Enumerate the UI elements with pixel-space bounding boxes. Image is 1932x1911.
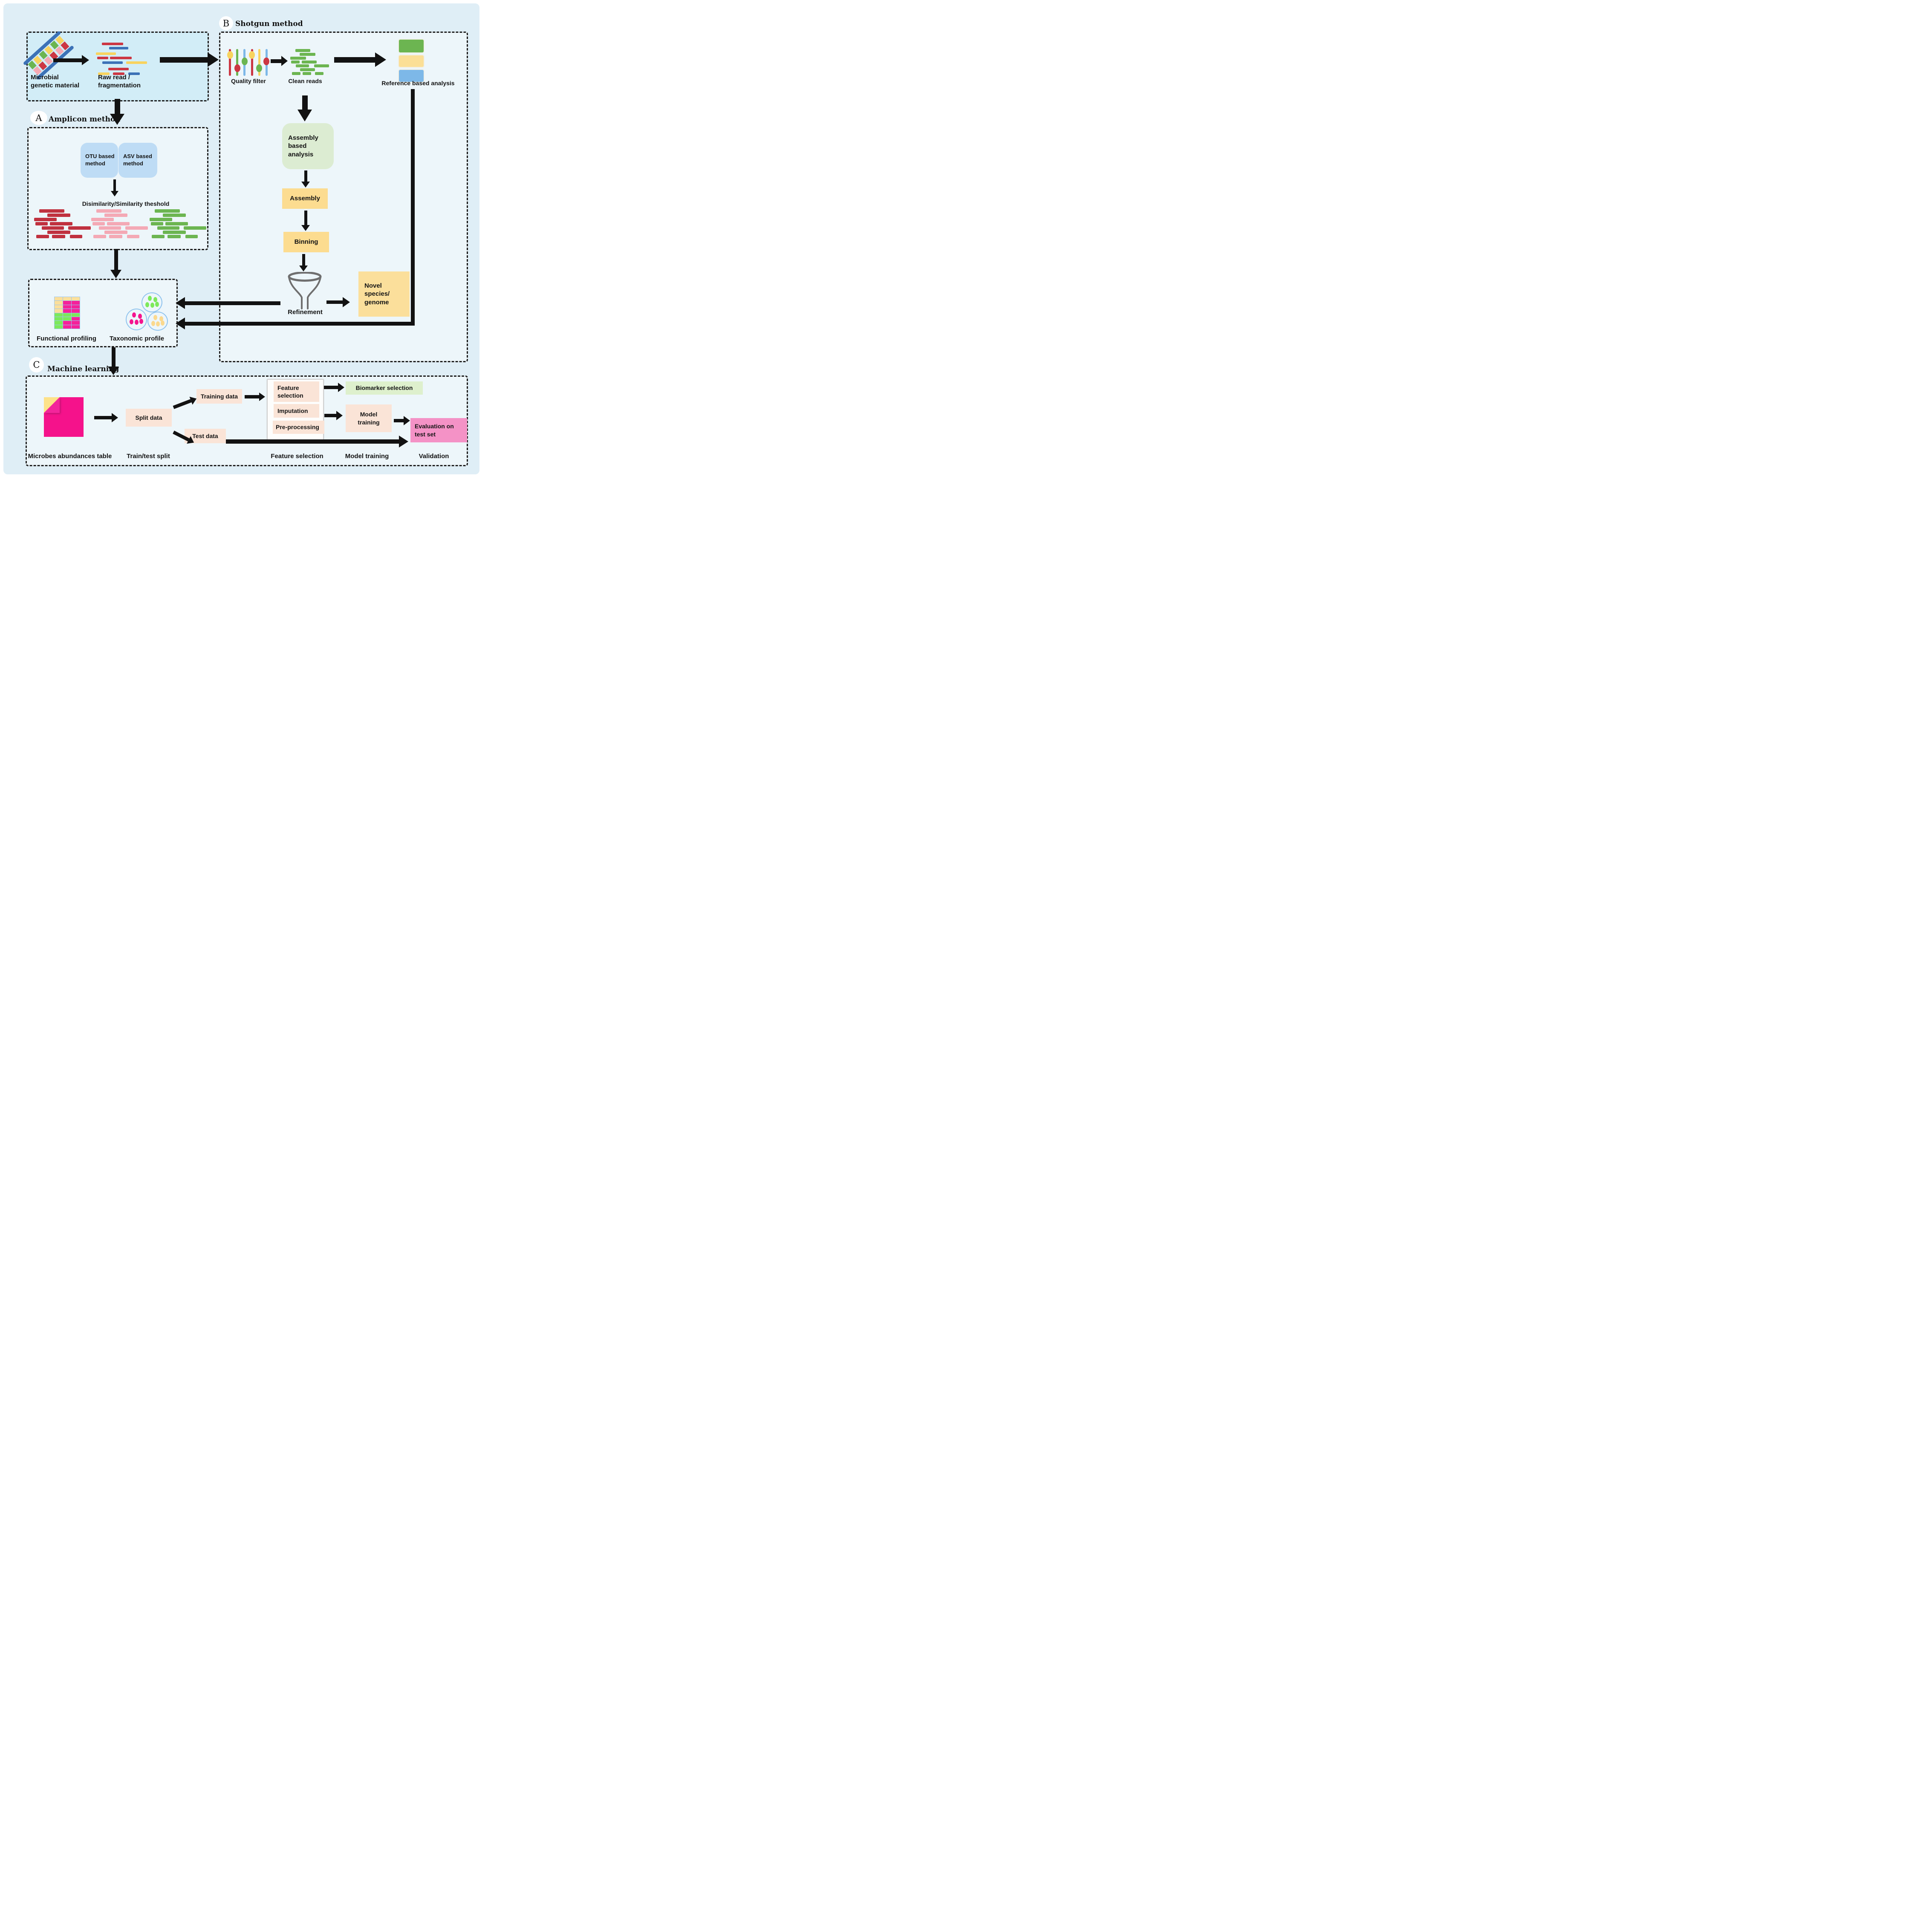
raw-reads-icon [96,43,147,77]
train-test-split-label: Train/test split [127,453,170,460]
clean-reads-icon [290,49,329,75]
arrow-test-to-evaluation [226,436,408,447]
arrow-assembly-to-binning [301,211,310,231]
section-c-letter: C [33,360,40,370]
biomarker-selection-box: Biomarker selection [346,381,423,395]
fold-pink [44,397,60,413]
imputation-label: Imputation [277,407,308,414]
validation-label: Validation [419,453,449,460]
asv-method-label: ASV based method [123,153,152,167]
section-b-badge: B [219,16,233,30]
arrow-features-to-model [324,411,343,420]
arrow-reference-to-profiles [176,318,415,329]
assembly-analysis-box: Assembly based analysis [282,123,334,169]
reference-blue-block [398,69,425,83]
split-data-box: Split data [126,409,172,427]
reference-yellow-block [398,55,425,68]
quality-filter-label: Quality filter [231,78,266,84]
arrow-profiles-to-ml [108,347,119,375]
otu-cluster-green [150,209,207,238]
taxonomy-bubble-icon [126,309,147,330]
split-data-label: Split data [135,414,162,421]
arrow-dna-to-fragments [53,55,89,65]
arrow-refinement-to-profiles [176,297,280,309]
evaluation-box: Evaluation on test set [410,418,467,442]
taxonomy-bubble-icon [147,312,168,331]
assembly-label: Assembly [290,195,320,202]
section-b-letter: B [222,18,230,29]
evaluation-label: Evaluation on test set [415,423,454,438]
section-a-title: Amplicon method [49,115,121,124]
model-training-step-label: Model training [358,411,380,426]
otu-method-box: OTU based method [81,143,118,178]
quality-filter-icon [227,49,270,76]
arrow-table-to-split [94,413,118,422]
functional-profiling-label: Functional profiling [37,335,96,342]
abundance-table-icon [44,397,84,437]
refinement-label: Refinement [288,309,323,316]
arrow-refinement-to-novel [326,297,350,307]
assembly-box: Assembly [282,188,328,209]
clean-reads-label: Clean reads [288,78,322,84]
arrow-features-to-biomarker [324,383,344,392]
arrow-clean-to-reference [334,52,386,67]
training-data-box: Training data [196,389,242,404]
novel-species-box: Novel species/ genome [358,271,410,317]
arrow-source-to-amplicon [110,99,124,125]
arrow-binning-to-refinement [299,254,308,271]
novel-species-label: Novel species/ genome [364,282,390,306]
taxonomic-profile-label: Taxonomic profile [109,335,165,342]
reference-down-line [411,89,415,323]
figure-page: Microbial genetic material Raw read / fr… [0,0,483,478]
reference-green-block [398,39,425,53]
otu-method-label: OTU based method [85,153,115,167]
binning-label: Binning [294,238,318,246]
microbial-label: Microbial genetic material [31,74,80,89]
test-data-box: Test data [185,429,226,443]
section-c-badge: C [29,357,44,372]
functional-heatmap-icon [54,297,80,329]
threshold-label: Disimilarity/Similarity theshold [82,200,170,207]
section-a-badge: A [30,111,47,125]
arrow-amplicon-to-profiles [110,249,121,278]
raw-read-label: Raw read / fragmentation [98,74,141,89]
binning-box: Binning [283,232,329,252]
reference-label: Reference based analysis [381,80,455,87]
feature-selection-box: Feature selection [274,381,319,402]
preprocessing-label: Pre-processing [276,424,319,431]
reference-analysis-icon [398,39,425,83]
asv-method-box: ASV based method [118,143,157,178]
taxonomy-bubble-icon [142,292,162,312]
training-data-label: Training data [200,393,238,400]
preprocessing-box: Pre-processing [273,421,324,434]
model-training-label: Model training [345,453,389,460]
otu-cluster-pink [91,209,148,238]
microbes-table-label: Microbes abundances table [28,453,112,460]
refinement-funnel-icon [288,272,322,309]
section-c-title: Machine learning [47,365,119,373]
feature-selection-label: Feature selection [271,453,323,460]
biomarker-selection-label: Biomarker selection [355,384,413,392]
test-data-label: Test data [192,432,218,439]
section-a-letter: A [35,113,42,123]
model-training-box: Model training [346,404,392,432]
diagram-canvas: Microbial genetic material Raw read / fr… [3,3,479,474]
arrow-clean-to-assembly-analysis [297,95,312,121]
imputation-box: Imputation [274,404,319,418]
arrow-filter-to-clean [271,56,288,66]
section-b-title: Shotgun method [235,20,303,28]
arrow-source-to-shotgun [160,52,219,67]
otu-cluster-red [34,209,91,238]
arrow-methods-to-threshold [111,179,118,196]
arrow-training-to-features [245,393,265,401]
feature-selection-step-label: Feature selection [277,384,303,399]
arrow-model-to-evaluation [394,416,410,425]
arrow-analysis-to-assembly [301,170,310,188]
assembly-analysis-label: Assembly based analysis [288,134,318,158]
